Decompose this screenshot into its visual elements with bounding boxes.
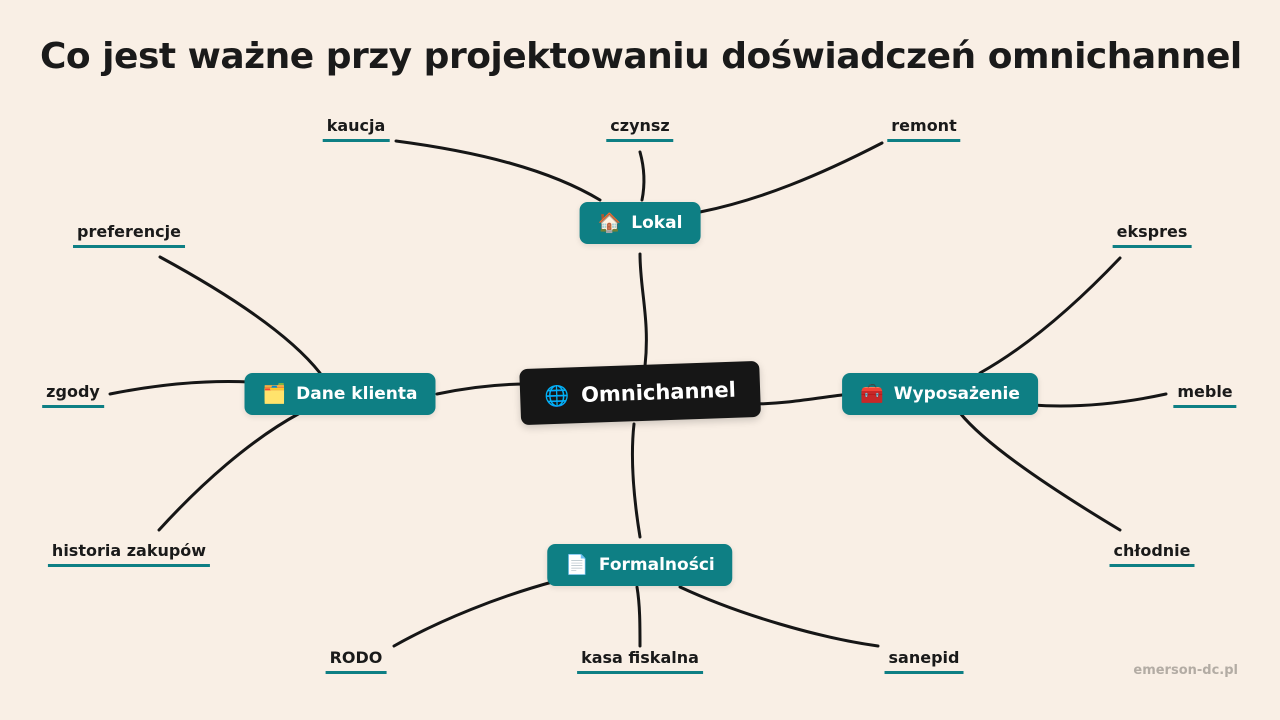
link-dane-historia bbox=[157, 411, 302, 532]
link-center-formalnosci bbox=[630, 422, 642, 539]
central-node-label: Omnichannel bbox=[580, 377, 737, 408]
link-form-sanepid bbox=[678, 585, 880, 648]
leaf-kaucja[interactable]: kaucja bbox=[322, 116, 390, 142]
link-center-wyposazenie bbox=[750, 393, 844, 406]
link-center-dane bbox=[435, 382, 530, 396]
link-dane-preferencje bbox=[158, 255, 322, 375]
branch-node-formalnosci[interactable]: 📄 Formalności bbox=[547, 544, 733, 586]
branch-node-wyposazenie[interactable]: 🧰 Wyposażenie bbox=[842, 373, 1038, 415]
link-dane-zgody bbox=[108, 380, 252, 396]
leaf-kasa-fiskalna[interactable]: kasa fiskalna bbox=[577, 648, 703, 674]
watermark: emerson-dc.pl bbox=[1133, 663, 1238, 678]
leaf-rodo[interactable]: RODO bbox=[325, 648, 387, 674]
central-node-omnichannel[interactable]: 🌐 Omnichannel bbox=[519, 360, 761, 426]
leaf-ekspres[interactable]: ekspres bbox=[1112, 222, 1192, 248]
link-wyp-meble bbox=[1030, 392, 1168, 408]
leaf-chlodnie[interactable]: chłodnie bbox=[1109, 541, 1195, 567]
toolbox-icon: 🧰 bbox=[860, 382, 884, 405]
link-lokal-czynsz bbox=[638, 150, 646, 202]
leaf-zgody[interactable]: zgody bbox=[42, 382, 104, 408]
branch-node-dane-klienta[interactable]: 🗂️ Dane klienta bbox=[244, 373, 436, 415]
link-center-lokal bbox=[638, 252, 648, 368]
link-lokal-kaucja bbox=[394, 139, 602, 202]
branch-node-lokal[interactable]: 🏠 Lokal bbox=[579, 202, 701, 244]
link-wyp-chlodnie bbox=[958, 411, 1122, 532]
leaf-meble[interactable]: meble bbox=[1173, 382, 1237, 408]
link-form-kasa bbox=[635, 585, 642, 648]
document-icon: 📄 bbox=[565, 553, 589, 576]
branch-label-wyposazenie: Wyposażenie bbox=[893, 384, 1020, 404]
leaf-remont[interactable]: remont bbox=[887, 116, 961, 142]
leaf-sanepid[interactable]: sanepid bbox=[884, 648, 964, 674]
house-icon: 🏠 bbox=[597, 211, 622, 234]
branch-label-lokal: Lokal bbox=[631, 213, 683, 233]
branch-label-dane-klienta: Dane klienta bbox=[296, 384, 418, 404]
folder-icon: 🗂️ bbox=[262, 382, 287, 405]
link-lokal-remont bbox=[698, 141, 884, 214]
page-title: Co jest ważne przy projektowaniu doświad… bbox=[40, 36, 1242, 77]
link-form-rodo bbox=[392, 579, 558, 648]
leaf-historia-zakupow[interactable]: historia zakupów bbox=[47, 541, 211, 567]
leaf-preferencje[interactable]: preferencje bbox=[73, 222, 185, 248]
globe-icon: 🌐 bbox=[543, 383, 570, 409]
leaf-czynsz[interactable]: czynsz bbox=[606, 116, 674, 142]
link-wyp-ekspres bbox=[978, 256, 1122, 375]
branch-label-formalnosci: Formalności bbox=[598, 555, 715, 575]
